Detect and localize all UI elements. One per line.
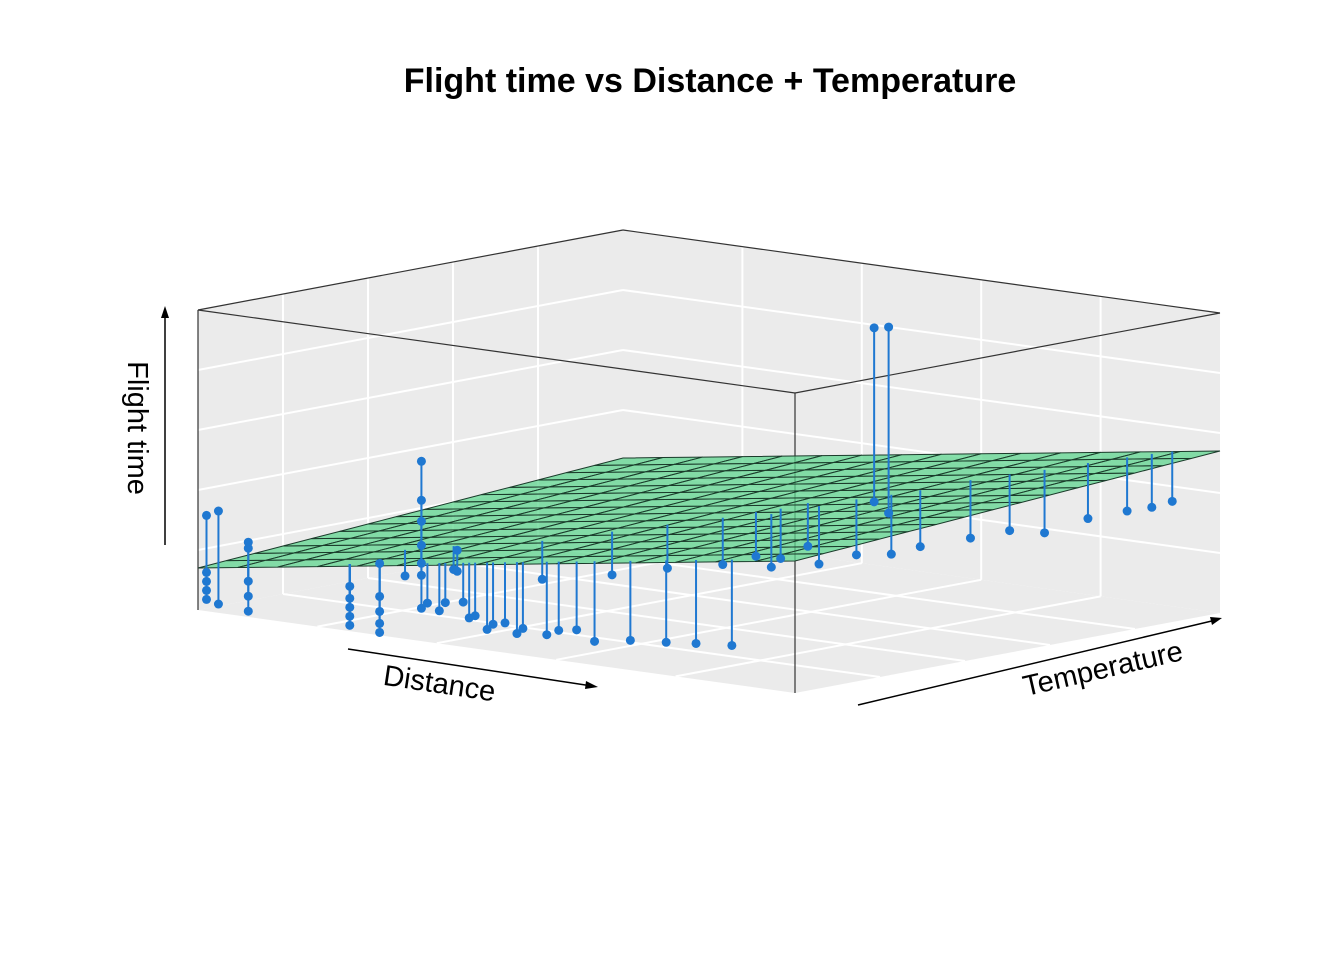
data-point: [345, 620, 355, 630]
data-point: [884, 322, 894, 332]
data-point: [416, 456, 426, 466]
box-edge: [197, 229, 624, 311]
data-point: [1147, 502, 1157, 512]
data-point: [213, 506, 223, 516]
x-axis-title: Distance: [381, 660, 497, 708]
floor-grid-line: [452, 561, 1051, 646]
data-point: [213, 599, 223, 609]
data-point: [718, 560, 728, 570]
data-point: [851, 550, 861, 560]
data-point: [1167, 496, 1177, 506]
data-point: [607, 570, 617, 580]
data-point: [422, 598, 432, 608]
data-point: [1122, 506, 1132, 516]
box-edges: [197, 229, 1221, 693]
data-point: [400, 571, 410, 581]
box-edge: [197, 309, 796, 394]
x-axis-arrowhead: [585, 681, 598, 689]
data-point: [202, 510, 211, 520]
data-point: [803, 541, 813, 551]
data-point: [766, 562, 776, 572]
y-axis-arrowhead: [1210, 617, 1222, 625]
y-axis-arrow-line: [857, 619, 1217, 706]
data-point: [1083, 514, 1093, 524]
data-point: [1040, 528, 1050, 538]
data-point: [542, 630, 552, 640]
data-point: [488, 619, 498, 629]
data-point: [884, 508, 894, 518]
data-point: [416, 603, 426, 613]
x-axis-arrow-line: [347, 648, 593, 687]
data-point: [661, 637, 671, 647]
data-point: [965, 533, 975, 543]
data-point: [482, 624, 492, 634]
data-point: [243, 543, 253, 553]
data-point: [470, 611, 480, 621]
box-edge: [794, 312, 1221, 394]
back-wall-grid-line: [622, 289, 1221, 374]
data-point: [727, 640, 737, 650]
data-point: [440, 598, 450, 608]
data-point: [869, 323, 879, 333]
data-point: [452, 545, 462, 555]
data-point: [434, 606, 444, 616]
data-point: [1005, 526, 1015, 536]
chart-title: Flight time vs Distance + Temperature: [404, 62, 1017, 100]
floor-grid-line: [675, 595, 1101, 678]
left-wall-grid-line: [197, 349, 624, 431]
axis-arrows: [161, 306, 1222, 706]
data-point: [416, 516, 426, 526]
data-point: [662, 563, 672, 573]
data-point: [814, 559, 824, 569]
data-point: [416, 495, 426, 505]
z-axis-title: Flight time: [121, 361, 153, 495]
regression-surface: [197, 450, 1221, 569]
data-point: [886, 549, 896, 559]
surface-facet: [1151, 450, 1221, 460]
data-point: [375, 558, 385, 568]
left-wall-grid-line: [197, 409, 624, 491]
back-wall-grid-line: [622, 349, 1221, 434]
data-point: [915, 542, 925, 552]
point-group: [202, 322, 1177, 650]
data-point: [869, 497, 879, 507]
data-point: [554, 625, 564, 635]
floor-grid-line: [436, 562, 862, 645]
floor-grid-line: [282, 593, 881, 678]
back-wall-grid-line: [622, 409, 1221, 494]
data-point: [416, 540, 426, 550]
data-point: [625, 635, 635, 645]
data-point: [202, 594, 211, 604]
data-point: [537, 574, 547, 584]
data-point: [375, 627, 385, 637]
data-point: [243, 606, 253, 616]
data-point: [512, 629, 522, 639]
data-point: [572, 625, 582, 635]
data-point: [751, 551, 761, 561]
data-point: [776, 553, 786, 563]
box-edge: [622, 229, 1221, 314]
data-point: [500, 618, 510, 628]
data-point: [691, 638, 701, 648]
floor-grid-line: [556, 578, 982, 661]
data-point: [449, 565, 459, 574]
z-axis-arrowhead: [161, 306, 169, 318]
data-point: [518, 623, 528, 633]
data-point: [590, 636, 600, 646]
data-point: [458, 597, 468, 607]
left-wall-grid-line: [197, 289, 624, 371]
